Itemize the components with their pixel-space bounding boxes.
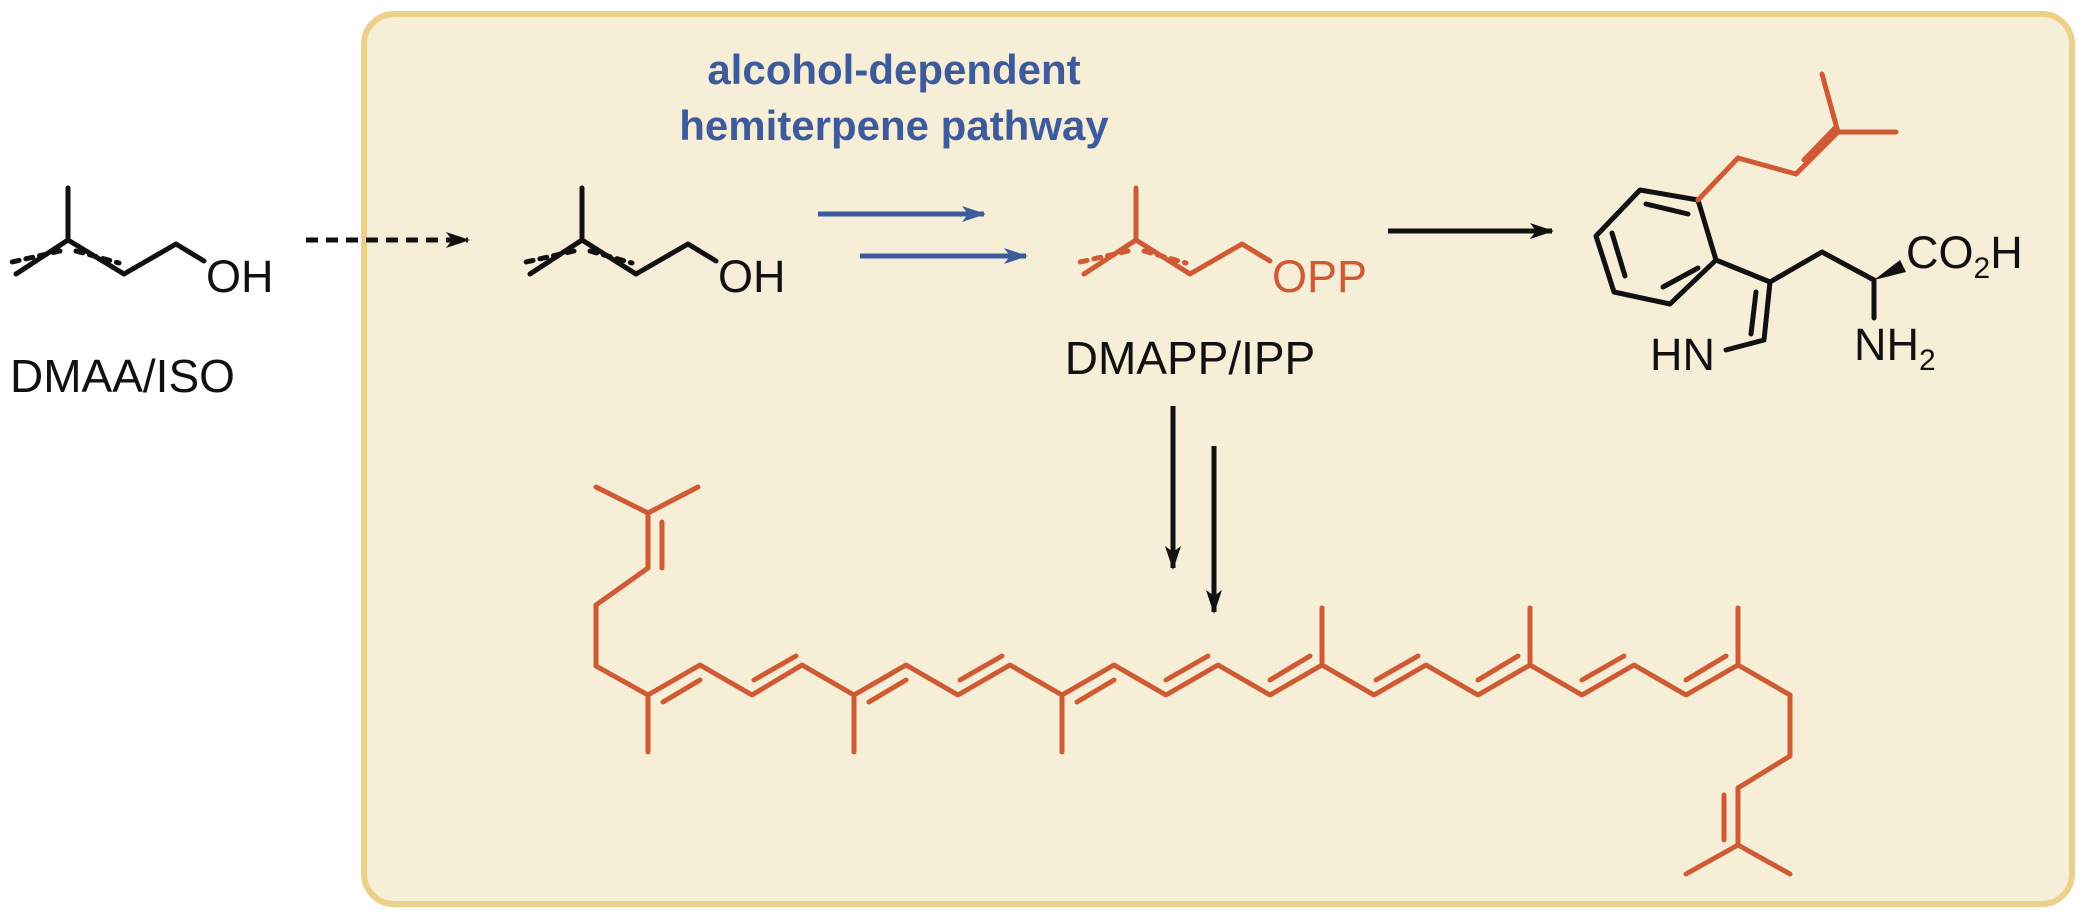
co2h-label: CO2H [1906, 227, 2023, 285]
indole-core [1593, 187, 1877, 353]
prenyl-substituent [1695, 71, 1899, 203]
start-compound-label: DMAA/ISO [10, 350, 235, 402]
alcohol-structure [523, 185, 719, 277]
oh-label-start: OH [206, 251, 274, 302]
dmaa-iso-structure [9, 185, 207, 277]
pathway-title-line1: alcohol-dependent [707, 46, 1080, 93]
polyene-chain [593, 484, 1793, 877]
pathway-title-line2: hemiterpene pathway [679, 102, 1109, 149]
dmapp-ipp-structure [1077, 185, 1273, 277]
opp-label: OPP [1272, 251, 1367, 302]
pathway-box [361, 11, 2075, 907]
hn-label: HN [1650, 329, 1715, 380]
stereo-wedge [1874, 260, 1906, 280]
oh-label-box: OH [718, 251, 786, 302]
intermediate-label: DMAPP/IPP [1065, 332, 1316, 384]
nh2-label: NH2 [1854, 319, 1936, 377]
